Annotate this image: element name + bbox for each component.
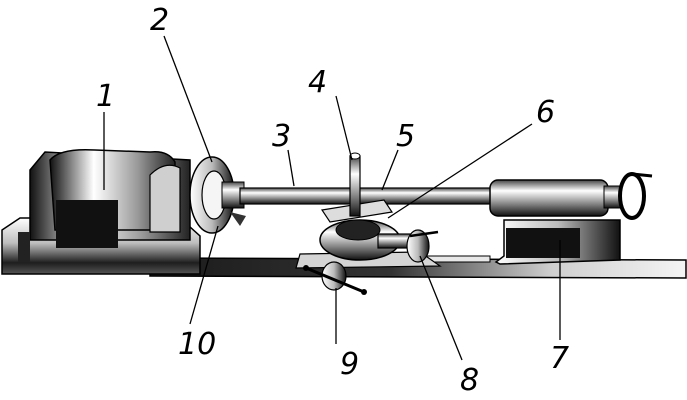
leader-3 — [287, 149, 295, 187]
workpiece-shaft — [239, 187, 501, 205]
leader-lines — [103, 35, 561, 361]
label-6: 6 — [536, 95, 555, 130]
tailstock — [489, 172, 653, 265]
leader-5 — [381, 149, 399, 191]
spindle-chuck — [189, 156, 246, 234]
label-10: 10 — [178, 327, 216, 362]
leader-8 — [419, 255, 463, 361]
leader-6 — [387, 123, 533, 219]
label-5: 5 — [396, 119, 415, 154]
leader-4 — [335, 95, 353, 161]
label-2: 2 — [150, 3, 169, 38]
part-labels: 1 2 3 4 5 6 7 8 9 10 — [96, 3, 569, 398]
leader-10 — [189, 225, 219, 325]
leader-2 — [163, 35, 213, 163]
label-3: 3 — [272, 119, 291, 154]
label-7: 7 — [550, 341, 569, 376]
label-1: 1 — [96, 79, 115, 114]
tool-carriage — [295, 152, 442, 295]
label-4: 4 — [308, 65, 327, 100]
headstock — [1, 148, 201, 275]
label-9: 9 — [340, 347, 359, 382]
label-8: 8 — [460, 363, 479, 398]
